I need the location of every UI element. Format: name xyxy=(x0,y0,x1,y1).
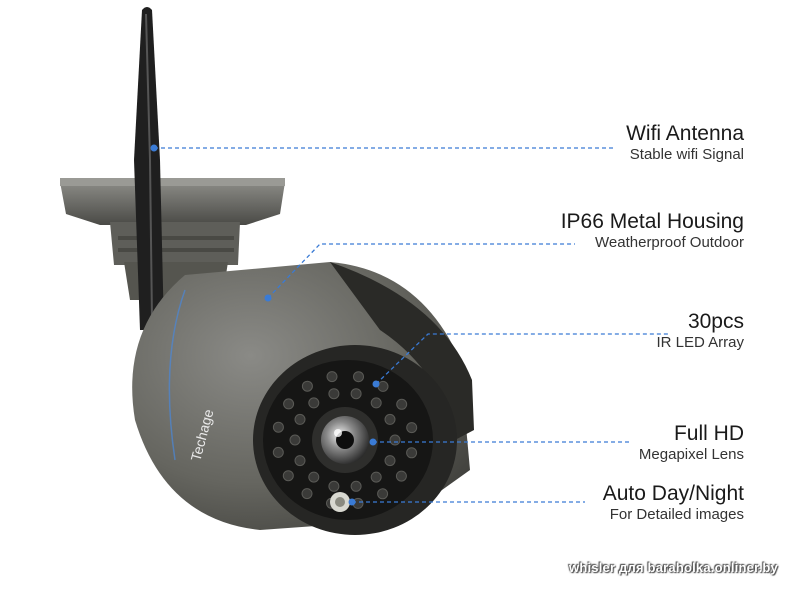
callout-title: Auto Day/Night xyxy=(602,482,744,505)
leader-dot-housing xyxy=(264,294,272,302)
callout-leader-lines xyxy=(154,147,668,503)
ir-led xyxy=(377,380,389,392)
ir-led xyxy=(384,413,396,425)
callout-subtitle: Megapixel Lens xyxy=(638,446,744,463)
callout-ip66-housing: IP66 Metal Housing Weatherproof Outdoor xyxy=(561,210,744,252)
callout-subtitle: For Detailed images xyxy=(609,506,744,523)
watermark: whisler для baraholka.onliner.by xyxy=(569,560,778,575)
ir-led xyxy=(350,388,362,400)
camera-lens xyxy=(312,407,378,473)
ir-led xyxy=(308,397,320,409)
ir-led xyxy=(406,422,418,434)
ir-led xyxy=(308,471,320,483)
ir-led xyxy=(301,488,313,500)
leader-dot-ir-led xyxy=(372,380,380,388)
ir-led xyxy=(377,488,389,500)
ir-led xyxy=(350,480,362,492)
ir-led xyxy=(272,421,284,433)
callout-auto-day-night: Auto Day/Night For Detailed images xyxy=(603,482,744,524)
ir-led-array xyxy=(272,371,418,509)
ir-led xyxy=(353,371,364,383)
day-night-sensor xyxy=(330,492,350,512)
callout-subtitle: Weatherproof Outdoor xyxy=(595,234,744,251)
ir-led xyxy=(272,446,284,458)
ir-led xyxy=(370,397,382,409)
callout-subtitle: Stable wifi Signal xyxy=(629,146,744,163)
ir-led xyxy=(328,388,340,400)
leader-dot-lens xyxy=(369,438,377,446)
ir-led xyxy=(301,380,313,392)
leader-line-housing xyxy=(267,243,575,299)
callout-full-hd-lens: Full HD Megapixel Lens xyxy=(639,422,744,464)
callout-ir-led-array: 30pcs IR LED Array xyxy=(656,310,744,352)
callout-title: Full HD xyxy=(673,422,744,445)
ir-led xyxy=(294,455,306,467)
ir-led xyxy=(282,470,294,482)
leader-dot-wifi-antenna xyxy=(150,144,158,152)
ir-led xyxy=(294,413,306,425)
callout-title: 30pcs xyxy=(687,310,744,333)
ir-led xyxy=(283,398,295,410)
ir-led xyxy=(326,371,338,383)
callout-wifi-antenna: Wifi Antenna Stable wifi Signal xyxy=(626,122,744,164)
ir-led xyxy=(384,455,396,467)
ir-led xyxy=(396,398,408,410)
leader-dot-day-night xyxy=(348,498,356,506)
ir-led xyxy=(370,471,382,483)
ir-led xyxy=(406,447,418,459)
callout-subtitle: IR LED Array xyxy=(656,334,744,351)
wifi-antenna xyxy=(134,7,164,330)
leader-line-ir-led xyxy=(375,333,668,385)
ir-led xyxy=(289,434,301,446)
callout-title: IP66 Metal Housing xyxy=(560,210,744,233)
ir-led xyxy=(389,434,401,446)
ir-led xyxy=(328,480,340,492)
callout-title: Wifi Antenna xyxy=(626,122,744,145)
ir-led xyxy=(395,470,407,482)
